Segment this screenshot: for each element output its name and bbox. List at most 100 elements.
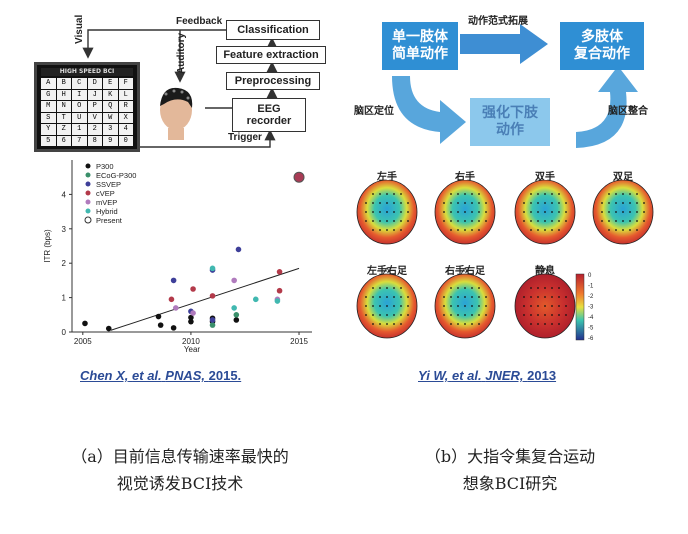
electrode-dot [450, 211, 452, 213]
electrode-dot [558, 314, 560, 316]
electrode-dot [400, 193, 402, 195]
electrode-dot [523, 211, 525, 213]
electrode-dot [565, 220, 567, 222]
y-tick-label: 4 [62, 190, 67, 199]
electrode-dot [400, 323, 402, 325]
electrode-dot [485, 211, 487, 213]
electrode-dot [551, 305, 553, 307]
localize-label: 脑区定位 [354, 106, 394, 117]
citation-b[interactable]: Yi W, et al. JNER, 2013 [418, 368, 556, 383]
electrode-dot [450, 202, 452, 204]
electrode-dot [400, 220, 402, 222]
topomap-label-rest: 静息 [535, 266, 555, 277]
data-point-ecog-p300 [209, 322, 216, 328]
electrode-dot [643, 202, 645, 204]
electrode-dot [551, 287, 553, 289]
electrode-dot [551, 220, 553, 222]
colorbar-tick: -4 [588, 315, 594, 321]
electrode-dot [608, 220, 610, 222]
caption-b: （b）大指令集复合运动 想象BCI研究 [360, 443, 660, 497]
electrode-dot [608, 193, 610, 195]
data-point-p300 [233, 317, 240, 323]
speller-cell: F [118, 78, 133, 89]
electrode-dot [478, 211, 480, 213]
electrode-dot [464, 305, 466, 307]
legend-label: cVEP [96, 189, 115, 198]
electrode-dot [565, 296, 567, 298]
electrode-dot [478, 287, 480, 289]
citation-a-journal: PNAS, [165, 368, 206, 383]
electrode-dot [379, 323, 381, 325]
data-point-p300 [157, 322, 164, 328]
legend-label: mVEP [96, 198, 117, 207]
electrode-dot [407, 220, 409, 222]
citation-a-year: 2015. [208, 368, 242, 383]
citation-a-etal: et al. [132, 368, 162, 383]
electrode-dot [537, 229, 539, 231]
caption-b-line1: （b）大指令集复合运动 [424, 447, 596, 466]
topomap-label-left-hand: 左手 [377, 172, 397, 183]
data-point-cvep [209, 293, 216, 299]
electrode-dot [636, 193, 638, 195]
feature-extraction-box: Feature extraction [216, 46, 326, 64]
citation-a[interactable]: Chen X, et al. PNAS, 2015. [80, 368, 241, 383]
speller-cell: A [41, 78, 56, 89]
electrode-dot [393, 220, 395, 222]
electrode-dot [393, 229, 395, 231]
electrode-dot [443, 202, 445, 204]
electrode-dot [636, 220, 638, 222]
electrode-dot [457, 211, 459, 213]
y-tick-label: 2 [62, 259, 67, 268]
electrode-dot [393, 314, 395, 316]
electrode-dot [386, 229, 388, 231]
electrode-dot [530, 323, 532, 325]
electrode-dot [365, 314, 367, 316]
electrode-dot [457, 193, 459, 195]
electrode-dot [471, 305, 473, 307]
electrode-dot [558, 220, 560, 222]
electrode-dot [523, 305, 525, 307]
electrode-dot [523, 314, 525, 316]
electrode-dot [601, 220, 603, 222]
speller-cell: Q [103, 101, 118, 112]
data-point-ssvep [170, 277, 177, 284]
speller-cell: I [72, 89, 87, 100]
caption-b-line2: 想象BCI研究 [462, 474, 558, 493]
electrode-dot [400, 287, 402, 289]
electrode-dot [530, 305, 532, 307]
electrode-dot [629, 220, 631, 222]
legend-marker [85, 190, 91, 196]
electrode-dot [537, 296, 539, 298]
electrode-dot [379, 287, 381, 289]
data-point-hybrid [231, 305, 237, 311]
data-point-ssvep [209, 317, 216, 323]
electrode-dot [530, 193, 532, 195]
electrode-dot [608, 229, 610, 231]
electrode-dot [450, 229, 452, 231]
electrode-dot [622, 193, 624, 195]
electrode-dot [558, 202, 560, 204]
electrode-dot [615, 211, 617, 213]
electrode-dot [471, 323, 473, 325]
electrode-dot [558, 193, 560, 195]
electrode-dot [636, 211, 638, 213]
electrode-dot [386, 287, 388, 289]
electrode-dot [643, 220, 645, 222]
electrode-dot [537, 202, 539, 204]
electrode-dot [464, 193, 466, 195]
speller-cell: B [56, 78, 71, 89]
electrode-dot [386, 314, 388, 316]
electrode-dot [400, 296, 402, 298]
electrode-dot [615, 220, 617, 222]
electrode-dot [372, 305, 374, 307]
speller-cell: K [103, 89, 118, 100]
electrode-dot [523, 296, 525, 298]
citation-b-journal: JNER, [485, 368, 524, 383]
electrode-dot [478, 314, 480, 316]
colorbar-tick: -3 [588, 305, 594, 311]
electrode-dot [551, 211, 553, 213]
electrode-dot [565, 305, 567, 307]
electrode-dot [407, 314, 409, 316]
electrode-dot [386, 323, 388, 325]
electrode-dot [537, 287, 539, 289]
